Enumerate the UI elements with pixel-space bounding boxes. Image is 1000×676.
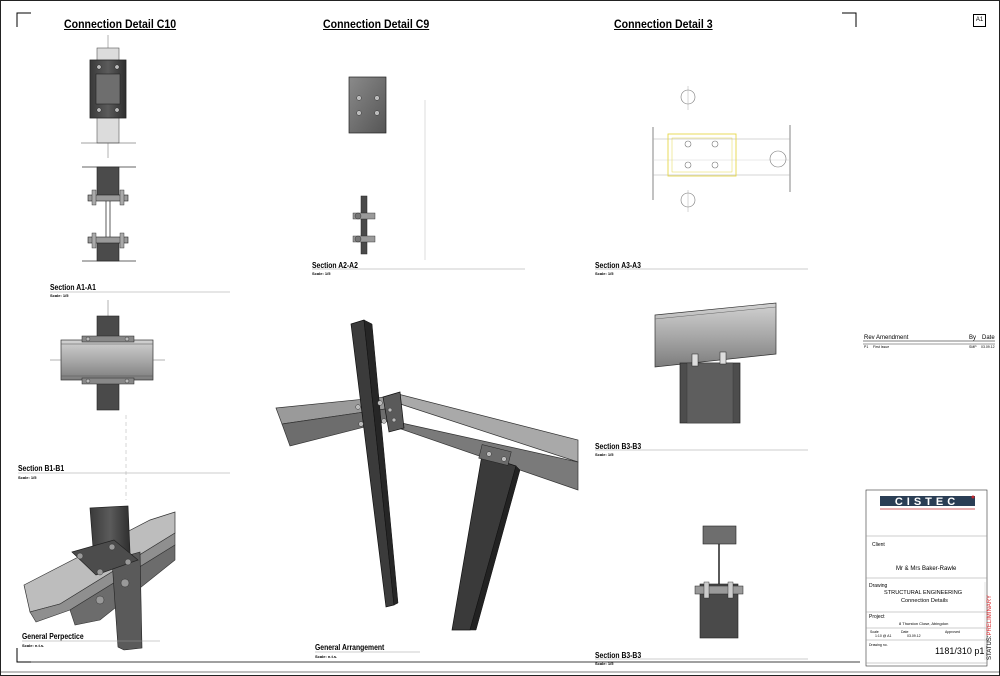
drawing-number-label: Drawing no. <box>869 643 888 647</box>
general-arrangement-label: General Arrangement <box>315 643 385 652</box>
status-label: STATUS: <box>987 635 993 660</box>
section-b3-drawing-lower <box>694 525 744 639</box>
general-perspective-scale: Scale: n.t.s. <box>22 643 45 648</box>
section-a2-label: Section A2-A2 <box>312 261 358 270</box>
general-arrangement-drawing <box>275 319 579 631</box>
approved-label: Approved <box>945 630 960 634</box>
date-label: Date <box>901 630 909 634</box>
project-label: Project <box>869 614 885 620</box>
general-perspective-label: General Perpectice <box>22 632 84 641</box>
status-indicator: STATUS:PRELIMINARY <box>987 595 993 660</box>
client-label: Client <box>872 542 885 548</box>
drawing-label: Drawing <box>869 583 888 589</box>
drawing-line-1: STRUCTURAL ENGINEERING <box>884 590 963 596</box>
svg-text:CISTEC: CISTEC <box>895 496 959 508</box>
general-perspective-drawing <box>23 505 176 651</box>
title-connection-detail-c10: Connection Detail C10 <box>64 17 177 31</box>
revision-header-date: Date <box>982 335 995 341</box>
section-a1-label: Section A1-A1 <box>50 283 96 292</box>
revision-header-rev-amendment: Rev Amendment <box>864 335 909 341</box>
section-b1-scale: Scale: 1/5 <box>18 475 37 480</box>
title-connection-detail-3: Connection Detail 3 <box>614 17 713 31</box>
section-a3-scale: Scale: 1/5 <box>595 271 614 276</box>
section-b1-label: Section B1-B1 <box>18 464 65 473</box>
section-b3-scale-upper: Scale: 1/5 <box>595 452 614 457</box>
section-a2-scale: Scale: 1/5 <box>312 271 331 276</box>
title-block-frame <box>865 489 988 667</box>
sheet-size-badge: A1 <box>973 14 986 27</box>
general-arrangement-scale: Scale: n.t.s. <box>315 654 338 659</box>
revision-row-amendment: First Issue <box>873 345 890 349</box>
section-a3-label: Section A3-A3 <box>595 261 641 270</box>
drawing-number: 1181/310 p1 <box>935 646 985 656</box>
section-a3-drawing <box>652 86 791 212</box>
detail-c9-plate <box>348 76 426 260</box>
section-a2-drawing <box>352 195 376 255</box>
section-b3-drawing-upper <box>654 302 777 424</box>
section-a1-scale: Scale: 1/5 <box>50 293 69 298</box>
section-a1-drawing <box>82 166 136 262</box>
revision-row-by: SMP <box>969 345 977 349</box>
section-b3-label-lower: Section B3-B3 <box>595 651 642 660</box>
section-b3-scale-lower: Scale: 1/5 <box>595 661 614 666</box>
drawing-line-2: Connection Details <box>901 598 948 604</box>
date-value: 03.09.12 <box>907 634 921 638</box>
revision-header-by: By <box>969 335 977 341</box>
scale-value: 1:10 @ A1 <box>875 634 892 638</box>
section-b3-label-upper: Section B3-B3 <box>595 442 642 451</box>
title-connection-detail-c9: Connection Detail C9 <box>323 17 430 31</box>
scale-label: Scale <box>870 630 879 634</box>
status-value: PRELIMINARY <box>987 594 993 636</box>
section-b1-drawing <box>50 300 165 500</box>
detail-c10-elevation <box>81 35 136 158</box>
revision-table-lines <box>863 340 995 345</box>
revision-row-date: 03.09.12 <box>981 345 995 349</box>
section-label-rules <box>18 268 808 660</box>
revision-row-rev: P1 <box>864 345 869 349</box>
cistec-logo: CISTEC <box>880 495 975 510</box>
project-name: 8 Thurston Close, Abingdon <box>899 621 949 626</box>
client-name: Mr & Mrs Baker-Rawle <box>896 566 957 572</box>
